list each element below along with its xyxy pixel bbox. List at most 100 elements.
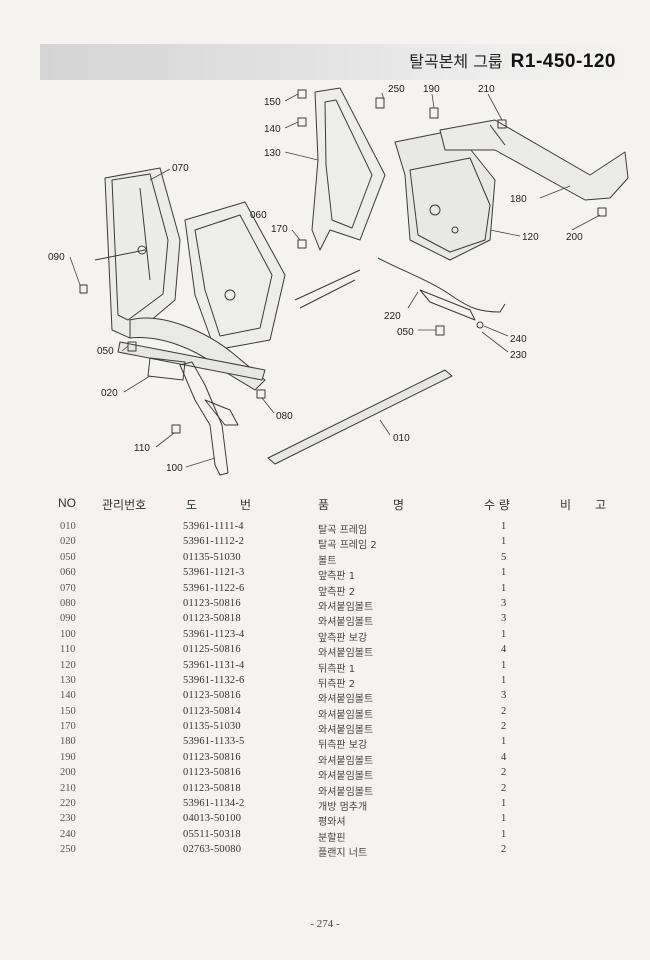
part-number: 01123-50816 [183, 767, 241, 779]
threshing-frame-2 [117, 341, 266, 381]
callout-label: 220 [384, 311, 401, 322]
part-quantity: 4 [501, 644, 507, 656]
rear-side-plate-reinforcement [439, 119, 629, 201]
part-name: 평와셔 [318, 817, 346, 829]
opening-stopper-rod [377, 257, 506, 313]
part-ref-number: 180 [60, 736, 76, 748]
part-number: 53961-1121-3 [183, 567, 245, 579]
part-ref-number: 170 [60, 721, 76, 733]
callout-label: 190 [423, 84, 440, 95]
part-number: 53961-1122-6 [183, 582, 245, 594]
part-quantity: 5 [501, 551, 507, 563]
group-title: 탈곡본체 그룹 R1-450-120 [409, 48, 616, 73]
part-name: 와셔붙임볼트 [318, 601, 374, 613]
part-number: 01125-50816 [183, 644, 241, 656]
bolt-140 [297, 117, 307, 127]
part-number: 53961-1123-4 [183, 628, 245, 640]
frame-bracket [147, 357, 186, 381]
frame-rod [94, 249, 146, 261]
part-quantity: 1 [501, 736, 507, 748]
part-number: 53961-1131-4 [183, 659, 245, 671]
frame-rod-lower [294, 269, 361, 301]
bolt-hole [224, 289, 236, 301]
callout-label: 250 [388, 84, 405, 95]
part-ref-number: 250 [60, 844, 76, 856]
part-quantity: 1 [501, 628, 507, 640]
callout-label: 230 [510, 350, 527, 361]
part-quantity: 2 [501, 721, 507, 733]
bolt-200 [597, 207, 607, 217]
header-myeong: 명 [393, 498, 405, 512]
group-name: 탈곡본체 그룹 [409, 52, 503, 71]
reinforcement-edge [489, 124, 506, 146]
part-number: 01123-50816 [183, 751, 241, 763]
part-ref-number: 070 [60, 582, 76, 594]
bolt-080 [256, 389, 266, 399]
part-ref-number: 210 [60, 782, 76, 794]
group-code: R1-450-120 [510, 51, 616, 72]
part-name: 분할핀 [318, 832, 346, 844]
part-ref-number: 150 [60, 705, 76, 717]
header-no: NO [58, 496, 76, 510]
bolt-050-b [435, 325, 445, 336]
callout-label: 240 [510, 334, 527, 345]
header-management-number: 관리번호 [102, 498, 147, 512]
callout-label: 210 [478, 84, 495, 95]
part-quantity: 1 [501, 798, 507, 810]
part-number: 01123-50818 [183, 782, 241, 794]
part-quantity: 3 [501, 597, 507, 609]
part-quantity: 2 [501, 705, 507, 717]
part-name: 뒤측판 2 [318, 678, 356, 690]
part-name: 탈곡 프레임 [318, 525, 368, 536]
title-bar: 탈곡본체 그룹 R1-450-120 [40, 44, 630, 80]
rear-plate-1-inner [409, 157, 491, 253]
callout-label: 170 [271, 224, 288, 235]
part-number: 53961-1133-5 [183, 736, 245, 748]
part-name: 플랜지 너트 [318, 848, 368, 860]
callout-label: 100 [166, 463, 183, 474]
callout-label: 010 [393, 433, 410, 444]
callout-label: 050 [97, 346, 114, 357]
part-number: 01123-50814 [183, 705, 241, 717]
callout-label: 150 [264, 97, 281, 108]
part-ref-number: 010 [60, 521, 76, 532]
part-quantity: 1 [501, 536, 507, 548]
bolt-190 [429, 107, 439, 119]
callout-label: 050 [397, 327, 414, 338]
callout-label: 020 [101, 388, 118, 399]
part-ref-number: 220 [60, 798, 76, 810]
callout-label: 200 [566, 232, 583, 243]
part-name: 탈곡 프레임 2 [318, 540, 377, 552]
header-quantity: 수 량 [484, 498, 510, 512]
opening-stopper [419, 289, 476, 321]
header-go: 고 [595, 498, 607, 512]
part-name: 와셔붙임볼트 [318, 694, 374, 706]
callout-label: 180 [510, 194, 527, 205]
header-do: 도 [186, 498, 198, 512]
callout-label: 110 [134, 443, 150, 454]
part-name: 와셔붙임볼트 [318, 617, 374, 629]
part-number: 53961-1111-4 [183, 521, 244, 532]
part-quantity: 1 [501, 567, 507, 579]
callout-label: 060 [250, 210, 267, 221]
part-ref-number: 100 [60, 628, 76, 640]
callout-label: 130 [264, 148, 281, 159]
part-number: 01135-51030 [183, 551, 241, 563]
bolt-090 [79, 284, 88, 294]
rear-plate-2-inner [324, 99, 373, 229]
part-number: 04013-50100 [183, 813, 242, 825]
part-ref-number: 130 [60, 674, 76, 686]
bolt-150 [297, 89, 307, 99]
callout-label: 080 [276, 411, 293, 422]
part-number: 05511-50318 [183, 828, 241, 840]
